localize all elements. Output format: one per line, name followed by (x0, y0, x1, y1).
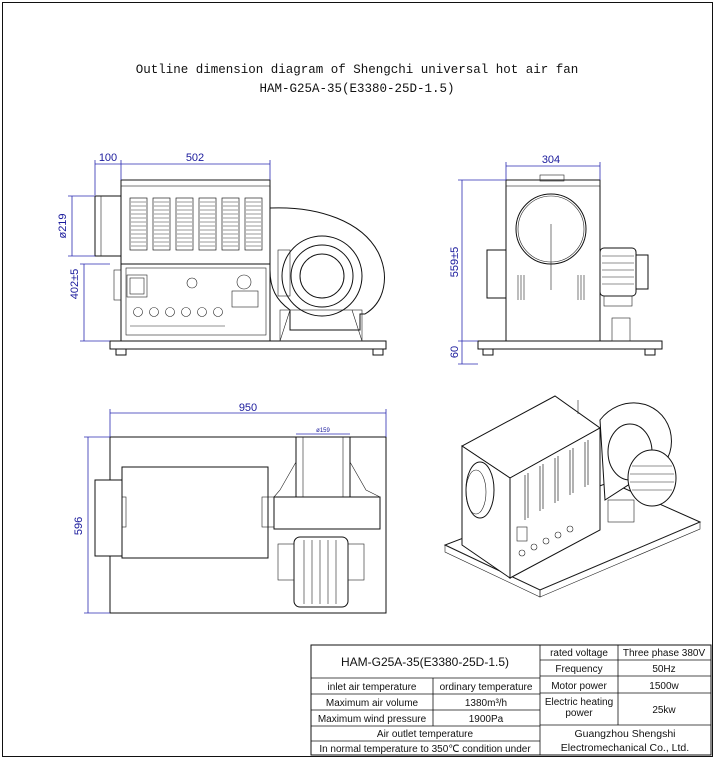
front-vents (129, 197, 263, 251)
spec-table: HAM-G25A-35(E3380-25D-1.5) inlet air tem… (310, 644, 712, 756)
table-frequency-label: Frequency (555, 664, 602, 675)
dim-side-base: 60 (449, 346, 461, 358)
dim-side-width: 304 (542, 154, 560, 166)
table-inlet-value: ordinary temperature (440, 682, 533, 693)
table-air-volume-label: Maximum air volume (326, 698, 419, 709)
side-left-flange (486, 249, 507, 299)
front-foot (115, 348, 127, 356)
side-view: 304 559±5 60 (449, 154, 663, 365)
front-indicator (236, 274, 252, 290)
title-line2: HAM-G25A-35(E3380-25D-1.5) (259, 82, 454, 96)
side-motor (599, 247, 637, 297)
front-control-panel (125, 267, 267, 336)
top-outlet-flange (94, 479, 123, 557)
dim-front-body: 502 (186, 152, 204, 164)
front-view: 100 502 ø219 402±5 (57, 152, 387, 356)
iso-knobs (518, 525, 574, 557)
side-heater-box (505, 179, 601, 342)
top-view: 950 596 ø159 (73, 402, 387, 614)
table-heating-value: 25kw (652, 705, 676, 716)
front-base-plate (109, 340, 387, 350)
table-voltage-label: rated voltage (550, 648, 608, 659)
front-heater-box (120, 179, 271, 342)
top-heater-body (121, 466, 269, 559)
front-display (231, 290, 259, 308)
dim-top-length: 950 (239, 402, 257, 414)
table-inlet-label: inlet air temperature (328, 682, 417, 693)
front-knob (186, 277, 198, 289)
front-outlet-flange (94, 195, 122, 257)
table-company-line1: Guangzhou Shengshi (575, 728, 676, 740)
table-pressure-label: Maximum wind pressure (318, 714, 427, 725)
table-outlet-temp-value: In normal temperature to 350℃ condition … (319, 744, 531, 755)
table-frequency-value: 50Hz (652, 664, 675, 675)
table-heating-label: Electric heating power (544, 697, 614, 719)
front-switch-row (133, 307, 223, 317)
dim-front-height: 402±5 (69, 269, 81, 300)
table-voltage-value: Three phase 380V (623, 648, 706, 659)
iso-motor (627, 449, 677, 507)
front-blower-volute (269, 207, 385, 331)
top-motor (293, 536, 349, 608)
front-foot (372, 348, 384, 356)
dim-front-flange: 100 (99, 152, 117, 164)
side-base-plate (477, 340, 663, 350)
table-company-line2: Electromechanical Co., Ltd. (561, 742, 689, 754)
title-line1: Outline dimension diagram of Shengchi un… (136, 63, 579, 77)
table-pressure-value: 1900Pa (469, 714, 504, 725)
table-air-volume-value: 1380m³/h (465, 698, 507, 709)
front-blower-inlet (281, 235, 363, 317)
dim-top-width: 596 (73, 517, 85, 535)
dim-front-diameter: ø219 (57, 213, 69, 238)
top-blower (273, 496, 381, 530)
table-motor-label: Motor power (551, 681, 607, 692)
table-motor-value: 1500w (649, 681, 679, 692)
dim-top-outlet: ø159 (316, 428, 330, 434)
dim-side-height: 559±5 (449, 247, 461, 278)
table-model: HAM-G25A-35(E3380-25D-1.5) (341, 655, 509, 669)
isometric-view (443, 395, 702, 598)
table-outlet-temp-label: Air outlet temperature (377, 729, 474, 740)
front-meter-window (126, 274, 148, 298)
